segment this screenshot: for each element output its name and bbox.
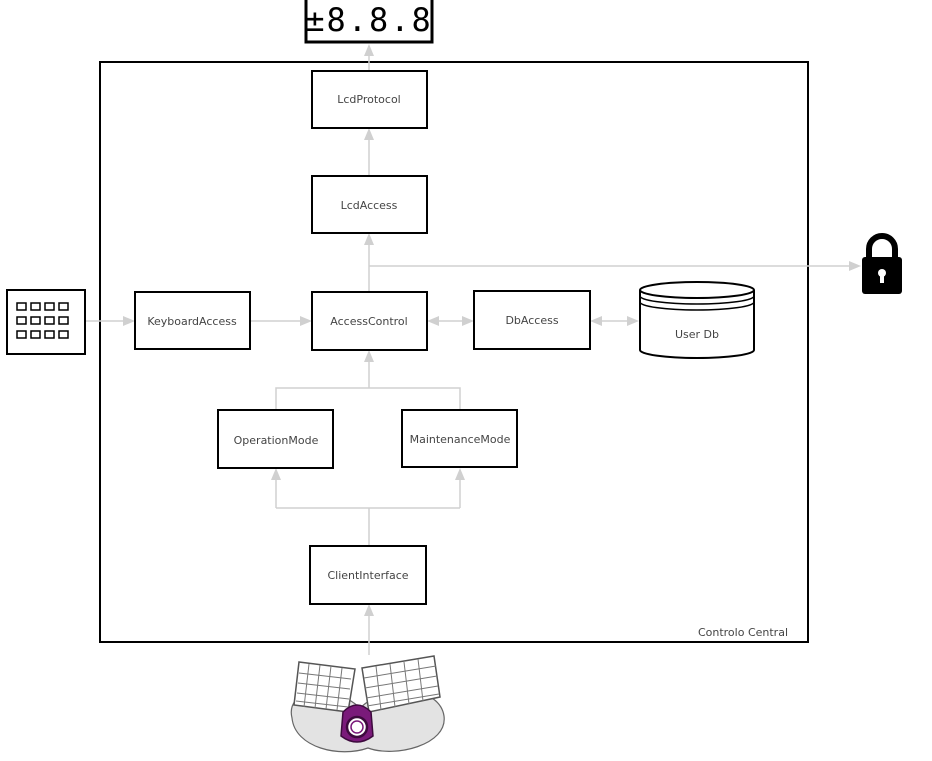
component-dbaccess: DbAccess (473, 290, 591, 350)
maintenancemode-label: MaintenanceMode (410, 433, 511, 446)
arrowhead-to-dbaccess (462, 316, 474, 326)
component-clientinterface: ClientInterface (309, 545, 427, 605)
dbaccess-label: DbAccess (505, 314, 558, 327)
accesscontrol-label: AccessControl (330, 315, 407, 328)
connectors (86, 44, 861, 655)
component-keyboardaccess: KeyboardAccess (134, 291, 251, 350)
operationmode-label: OperationMode (234, 434, 319, 447)
lcdaccess-label: LcdAccess (341, 199, 398, 212)
keyboard-right-half (361, 655, 441, 713)
arrowhead-to-userdb (627, 316, 639, 326)
keyboardaccess-label: KeyboardAccess (147, 315, 237, 328)
arrowhead-to-lcdprotocol (364, 128, 374, 140)
component-lcdaccess: LcdAccess (311, 175, 428, 234)
lcd-display-icon: ±8.8.8 (304, 0, 434, 44)
lcdprotocol-label: LcdProtocol (337, 93, 401, 106)
arrowhead-to-lock (849, 261, 861, 271)
arrowhead-keyboardaccess-accesscontrol (300, 316, 312, 326)
ergonomic-keyboard-icon (290, 655, 445, 753)
arrowhead-to-maintenancemode (455, 468, 465, 480)
userdb-label: User Db (675, 328, 719, 341)
modes-to-accesscontrol-connector (275, 360, 461, 410)
client-to-modes-connector (275, 478, 461, 546)
arrowhead-to-clientinterface (364, 604, 374, 616)
arrowhead-to-accesscontrol-left (427, 316, 439, 326)
userdb-database-icon: User Db (639, 281, 755, 359)
keypad-icon (6, 289, 86, 355)
arrowhead-to-keyboardaccess (123, 316, 135, 326)
arrowhead-to-operationmode (271, 468, 281, 480)
component-operationmode: OperationMode (217, 409, 334, 469)
arrowhead-to-dbaccess-right (590, 316, 602, 326)
component-lcdprotocol: LcdProtocol (311, 70, 428, 129)
arrowhead-to-display (364, 44, 374, 56)
component-accesscontrol: AccessControl (311, 291, 428, 351)
clientinterface-label: ClientInterface (327, 569, 408, 582)
arrowhead-to-lcdaccess (364, 233, 374, 245)
arrowhead-to-accesscontrol (364, 350, 374, 362)
lcd-readout: ±8.8.8 (305, 1, 433, 39)
padlock-icon (862, 233, 902, 294)
container-label: Controlo Central (698, 626, 788, 639)
component-maintenancemode: MaintenanceMode (401, 409, 518, 468)
